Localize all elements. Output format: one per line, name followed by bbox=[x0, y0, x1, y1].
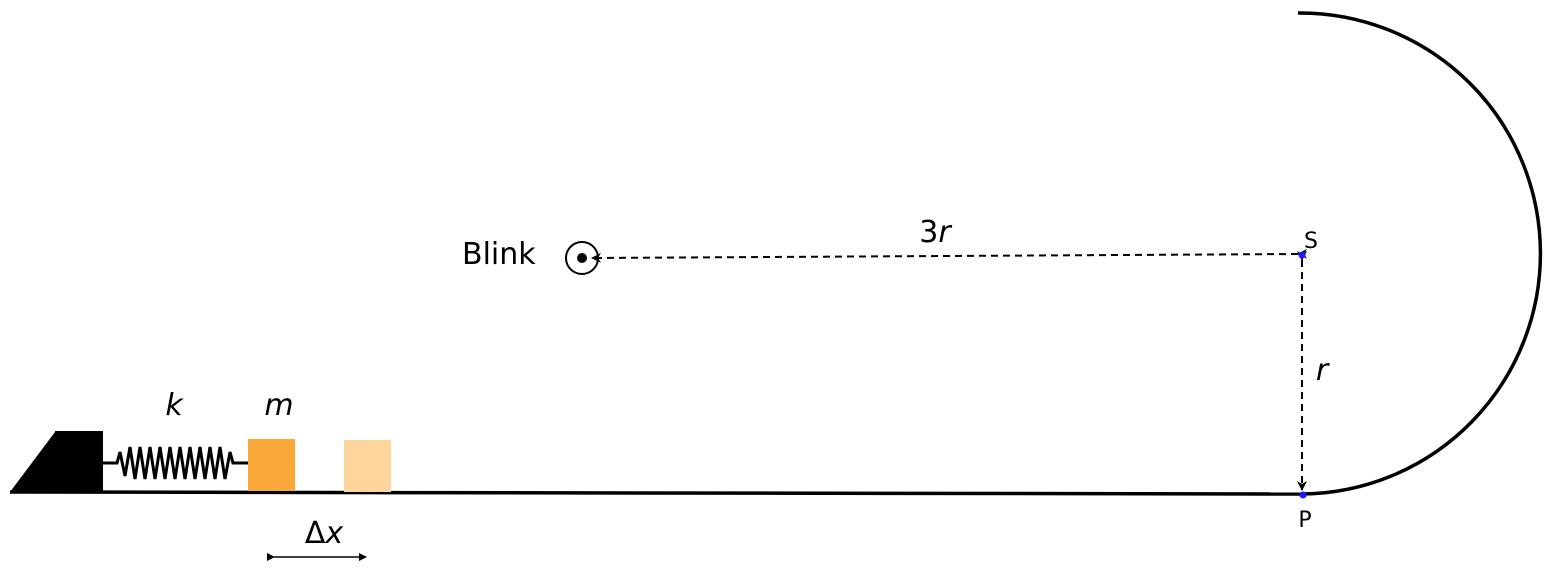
point-s-marker bbox=[1298, 251, 1306, 259]
mass-label: m bbox=[264, 388, 293, 423]
displacement-label: Δx bbox=[305, 516, 344, 551]
mass-block-displaced bbox=[344, 440, 391, 492]
radius-label: r bbox=[1316, 353, 1330, 388]
blink-label: Blink bbox=[462, 237, 536, 272]
distance-3r-arrow bbox=[591, 248, 1308, 263]
loop-track bbox=[1297, 11, 1543, 496]
mass-block bbox=[248, 439, 295, 491]
wall-anchor bbox=[10, 431, 103, 492]
distance-3r-label: 3r bbox=[919, 215, 952, 250]
point-s-label: S bbox=[1304, 229, 1318, 254]
point-p-label: P bbox=[1298, 508, 1311, 533]
spring bbox=[103, 446, 248, 480]
ground-track bbox=[9, 490, 1303, 496]
point-p-marker bbox=[1299, 491, 1307, 499]
spring-constant-label: k bbox=[165, 388, 184, 423]
out-of-page-icon bbox=[565, 241, 599, 275]
